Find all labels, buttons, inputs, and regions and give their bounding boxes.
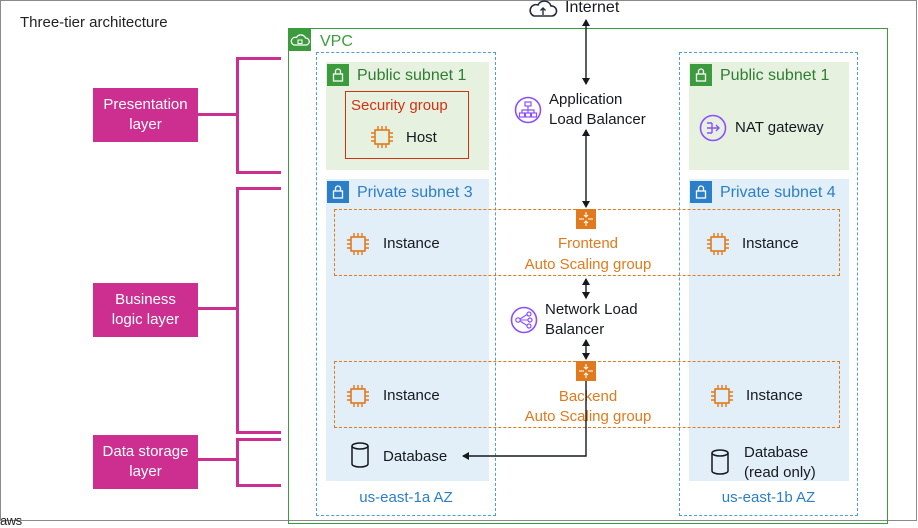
data-storage-connector xyxy=(196,458,236,461)
presentation-layer-box: Presentation layer xyxy=(93,88,198,142)
lock-icon xyxy=(690,181,712,203)
auto-scaling-icon xyxy=(576,361,596,381)
presentation-connector xyxy=(196,113,236,116)
backend-asg-label-1: Backend xyxy=(558,388,618,405)
alb-label-2: Load Balancer xyxy=(549,111,646,128)
application-load-balancer-icon xyxy=(514,96,542,124)
public-subnet-left xyxy=(326,62,489,170)
database-right-label-1: Database xyxy=(744,444,809,461)
az-left-container xyxy=(316,52,496,516)
vpc-cloud-icon xyxy=(289,29,311,51)
frontend-asg-label-1: Frontend xyxy=(557,235,619,252)
business-layer-label: Business logic layer xyxy=(111,291,180,328)
database-left-label: Database xyxy=(383,448,448,465)
business-bracket xyxy=(236,187,281,434)
private-subnet-left xyxy=(326,179,489,481)
nlb-label-2: Balancer xyxy=(545,321,605,338)
lock-icon xyxy=(327,181,349,203)
nat-gateway-label: NAT gateway xyxy=(735,119,824,136)
database-icon xyxy=(711,449,729,475)
security-group-box xyxy=(345,91,469,159)
private-subnet-left-label: Private subnet 3 xyxy=(357,184,473,201)
private-subnet-right xyxy=(689,179,849,481)
internet-cloud-icon xyxy=(529,0,558,17)
ec2-instance-icon xyxy=(347,233,369,255)
backend-instance-left-label: Instance xyxy=(383,387,440,404)
ec2-instance-icon xyxy=(707,233,729,255)
vpc-label: VPC xyxy=(320,33,353,50)
nat-gateway-icon xyxy=(699,114,727,142)
ec2-instance-icon xyxy=(711,385,733,407)
az-right-container xyxy=(679,52,858,516)
data-storage-layer-box: Data storage layer xyxy=(93,435,198,489)
ec2-instance-icon xyxy=(347,385,369,407)
presentation-layer-label: Presentation layer xyxy=(103,96,188,133)
lock-icon xyxy=(327,64,349,86)
public-subnet-left-label: Public subnet 1 xyxy=(357,67,467,84)
internet-label: Internet xyxy=(565,0,620,16)
network-load-balancer-icon xyxy=(510,306,538,334)
database-right-label-2: (read only) xyxy=(744,464,816,481)
backend-asg-label-2: Auto Scaling group xyxy=(524,408,652,425)
frontend-instance-right-label: Instance xyxy=(742,235,799,252)
auto-scaling-icon xyxy=(576,209,596,229)
business-connector xyxy=(196,307,236,310)
nlb-label-1: Network Load xyxy=(545,301,638,318)
security-group-label: Security group xyxy=(351,97,448,114)
backend-to-database-arrow xyxy=(462,381,587,460)
database-icon xyxy=(351,442,369,468)
diagram-title: Three-tier architecture xyxy=(20,14,168,31)
az-left-label: us-east-1a AZ xyxy=(359,489,453,506)
data-storage-layer-label: Data storage layer xyxy=(102,443,189,480)
public-subnet-right-label: Public subnet 1 xyxy=(720,67,830,84)
business-layer-box: Business logic layer xyxy=(93,283,198,337)
alb-label-1: Application xyxy=(549,91,623,108)
private-subnet-right-label: Private subnet 4 xyxy=(720,184,836,201)
backend-instance-right-label: Instance xyxy=(746,387,803,404)
host-label: Host xyxy=(406,129,437,146)
data-storage-bracket xyxy=(236,438,281,487)
presentation-bracket xyxy=(236,57,281,174)
lock-icon xyxy=(690,64,712,86)
frontend-asg-label-2: Auto Scaling group xyxy=(524,256,652,273)
frontend-instance-left-label: Instance xyxy=(383,235,440,252)
ec2-instance-icon xyxy=(371,126,393,148)
az-right-label: us-east-1b AZ xyxy=(721,489,816,506)
